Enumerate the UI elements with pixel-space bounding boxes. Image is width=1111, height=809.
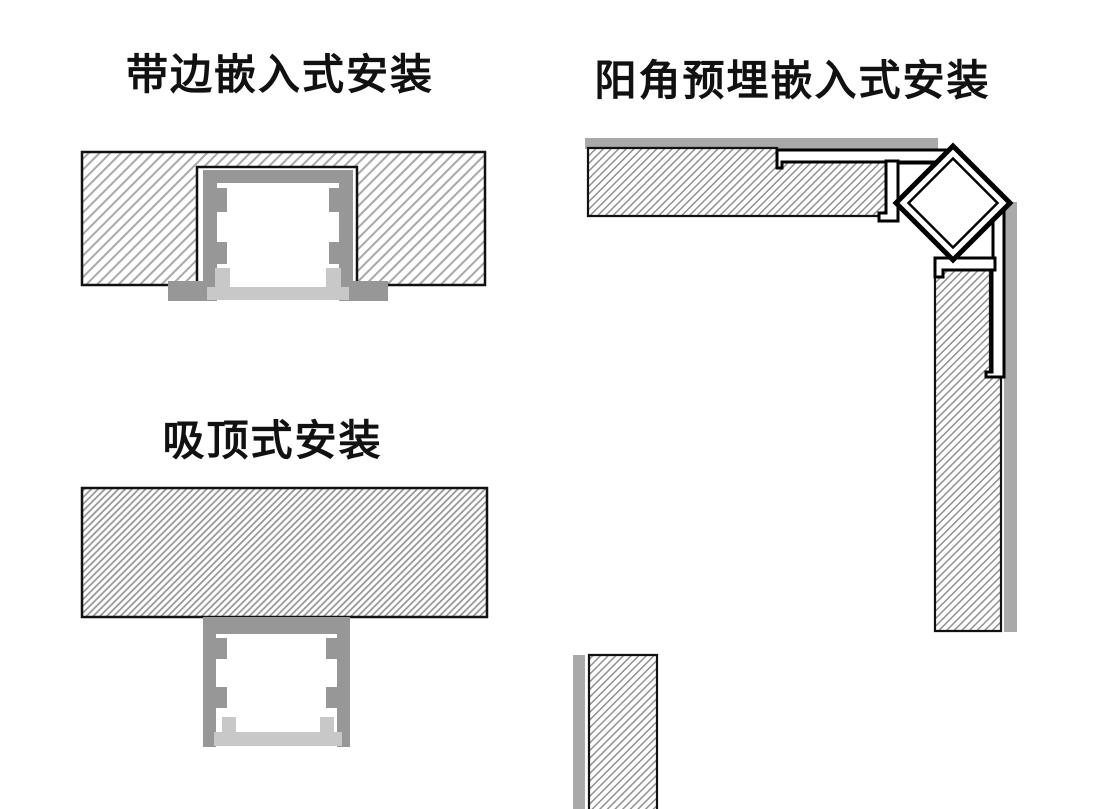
title-surface-ceiling-mount: 吸顶式安装 [162, 417, 383, 464]
ceiling-backing-strip [585, 138, 938, 149]
corner-profile-side-return-leg [933, 256, 997, 279]
wall-backing-strip [1004, 202, 1017, 632]
diagram-surface-mounted [80, 486, 489, 747]
diagram-flanged-recessed [80, 150, 487, 301]
aluminum-channel-flanged [168, 170, 388, 301]
ceiling-panel-section [80, 486, 489, 619]
corner-profile-diamond-inner-wall [906, 156, 1000, 250]
diffuser-cover [214, 717, 342, 746]
panel-cutout-notch [195, 165, 359, 287]
corner-profile-top-return-leg [877, 159, 900, 223]
corner-profile-diamond-channel [892, 142, 1014, 264]
wall-panel-section [587, 653, 659, 809]
title-corner-embedded-mount: 阳角预埋嵌入式安装 [594, 57, 991, 104]
aluminum-channel-surface [203, 617, 350, 747]
diagram-corner-embedded [585, 138, 1017, 633]
diagram-wall-fragment [573, 653, 659, 809]
diffuser-cover [207, 268, 349, 300]
title-flanged-recessed-mount: 带边嵌入式安装 [125, 51, 434, 98]
wall-backing-strip [573, 655, 585, 809]
